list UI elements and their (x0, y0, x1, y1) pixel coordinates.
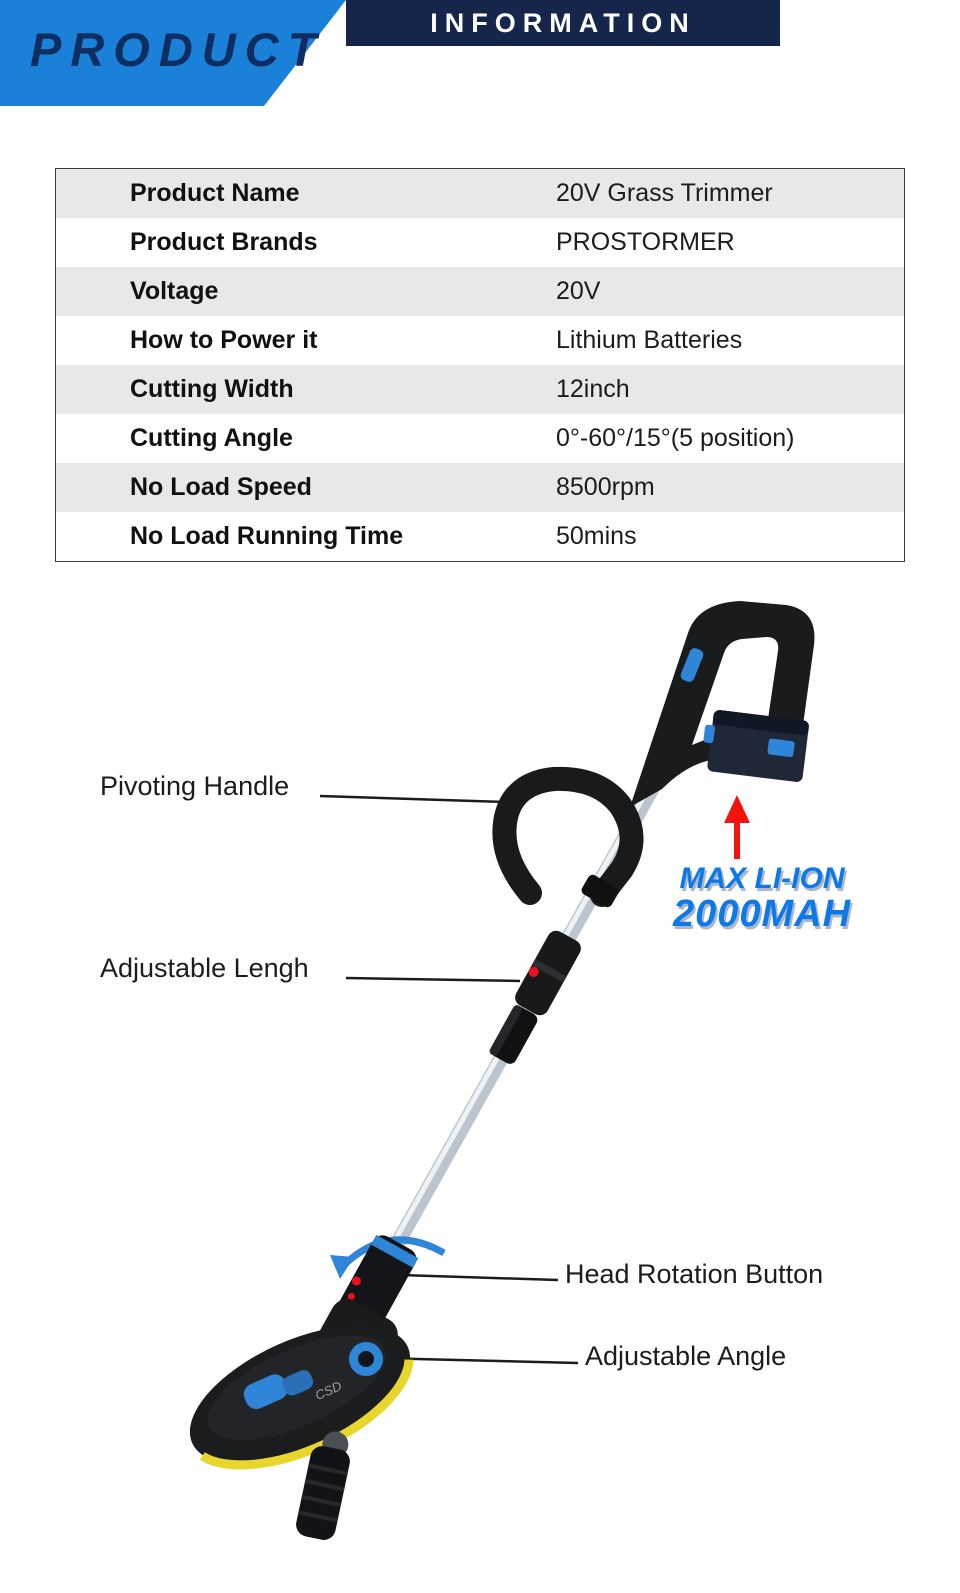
adjustable-length-label: Adjustable Lengh (100, 953, 309, 983)
spec-label: Product Name (130, 179, 300, 207)
head-rotation-label: Head Rotation Button (565, 1259, 824, 1289)
battery-pack (703, 710, 809, 782)
spec-table: Product Name 20V Grass Trimmer Product B… (55, 168, 905, 562)
pivoting-handle (492, 766, 644, 908)
spec-value: 20V Grass Trimmer (556, 179, 773, 207)
spec-label: No Load Running Time (130, 522, 404, 550)
spec-value: 20V (556, 277, 601, 305)
main-handle (630, 601, 815, 807)
information-bar: INFORMATION (346, 0, 780, 46)
spec-row: Product Brands PROSTORMER (56, 218, 904, 267)
spec-row: No Load Speed 8500rpm (56, 463, 904, 512)
pivoting-handle-label: Pivoting Handle (100, 771, 290, 801)
spec-label: Cutting Width (130, 375, 294, 403)
length-adjust-collar (515, 930, 581, 1016)
spec-label: No Load Speed (130, 473, 312, 501)
adjustable-angle-label: Adjustable Angle (585, 1341, 787, 1371)
spec-row: Cutting Width 12inch (56, 365, 904, 414)
spec-row: Product Name 20V Grass Trimmer (56, 169, 904, 218)
spec-value: 12inch (556, 375, 630, 403)
product-heading: PRODUCT (30, 23, 326, 76)
product-diagram: CSD Pivoting Handle Adjustable Lengh Hea… (0, 593, 960, 1593)
spec-label: How to Power it (130, 326, 318, 354)
red-up-arrow-icon (724, 795, 750, 859)
motor-housing (296, 1431, 350, 1540)
information-heading: INFORMATION (430, 7, 696, 38)
spec-value: 50mins (556, 522, 637, 550)
spec-row: How to Power it Lithium Batteries (56, 316, 904, 365)
spec-label: Product Brands (130, 228, 318, 256)
grass-trimmer-illustration: CSD (189, 601, 815, 1540)
spec-label: Voltage (130, 277, 219, 305)
spec-value: PROSTORMER (556, 228, 735, 256)
lower-collar (489, 1005, 538, 1064)
spec-row: Cutting Angle 0°-60°/15°(5 position) (56, 414, 904, 463)
spec-value: Lithium Batteries (556, 326, 743, 354)
spec-label: Cutting Angle (130, 424, 293, 452)
angle-knob-center (358, 1351, 374, 1367)
trigger-button (680, 648, 704, 682)
spec-row: No Load Running Time 50mins (56, 512, 904, 561)
spec-value: 8500rpm (556, 473, 655, 501)
battery-label-line1: MAX LI-ION (679, 862, 845, 895)
battery-capacity-label: MAX LI-ION 2000MAH (652, 863, 872, 934)
battery-label-line2: 2000MAH (672, 892, 852, 935)
spec-value: 0°-60°/15°(5 position) (556, 424, 795, 452)
spec-row: Voltage 20V (56, 267, 904, 316)
